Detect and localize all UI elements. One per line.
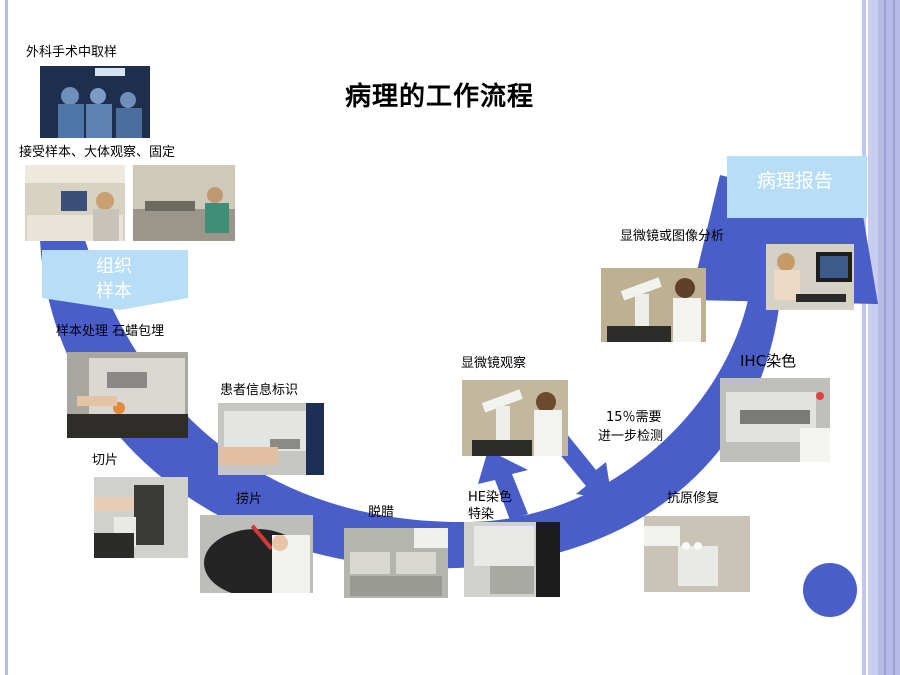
step-he-label-2: 特染 bbox=[468, 507, 495, 522]
step-further-label-2: 进一步检测 bbox=[598, 429, 664, 444]
step-further-label-1: 15％需要 bbox=[606, 410, 662, 425]
photo-processing bbox=[67, 352, 188, 438]
step-he-label-1: HE染色 bbox=[468, 490, 512, 505]
photo-ihc bbox=[720, 378, 830, 462]
photo-scooping bbox=[200, 515, 313, 593]
workflow-arrow-band bbox=[40, 240, 878, 569]
page-title: 病理的工作流程 bbox=[345, 82, 535, 112]
photo-he-stain bbox=[464, 522, 560, 597]
step-scooping-label: 捞片 bbox=[236, 492, 263, 507]
photo-analysis-microscope bbox=[601, 268, 706, 342]
step-surgery-label: 外科手术中取样 bbox=[26, 45, 118, 60]
photo-sectioning bbox=[94, 477, 188, 558]
tissue-sample-label-2: 样本 bbox=[96, 281, 132, 302]
pathology-report-label: 病理报告 bbox=[757, 170, 834, 192]
step-analysis-label: 显微镜或图像分析 bbox=[620, 229, 725, 244]
tissue-sample-label-1: 组织 bbox=[96, 256, 132, 277]
tissue-sample-arrow bbox=[42, 250, 188, 310]
right-border bbox=[893, 0, 895, 675]
right-border bbox=[862, 0, 866, 675]
photo-micro-observe bbox=[462, 380, 568, 456]
photo-surgery bbox=[40, 66, 150, 138]
step-antigen-label: 抗原修复 bbox=[667, 491, 720, 506]
photo-analysis-computer bbox=[766, 244, 854, 310]
right-border bbox=[884, 0, 886, 675]
step-micro-observe-label: 显微镜观察 bbox=[461, 356, 527, 371]
left-border bbox=[5, 0, 8, 675]
step-dewax-label: 脱腊 bbox=[368, 505, 395, 520]
decorative-circle bbox=[803, 563, 857, 617]
photo-patient-info bbox=[218, 403, 324, 475]
pathology-report-box bbox=[727, 156, 867, 218]
photo-receive-2 bbox=[133, 165, 235, 241]
step-ihc-label: IHC染色 bbox=[740, 352, 797, 370]
step-sectioning-label: 切片 bbox=[92, 453, 119, 468]
photo-dewax bbox=[344, 528, 448, 598]
photo-receive-1 bbox=[25, 165, 125, 241]
step-patient-info-label: 患者信息标识 bbox=[220, 383, 299, 398]
photo-antigen bbox=[644, 516, 750, 592]
step-receive-label: 接受样本、大体观察、固定 bbox=[19, 145, 176, 160]
right-border bbox=[868, 0, 878, 675]
step-processing-label: 样本处理 石蜡包埋 bbox=[56, 324, 165, 339]
arrow-up-to-microscope bbox=[478, 450, 528, 520]
